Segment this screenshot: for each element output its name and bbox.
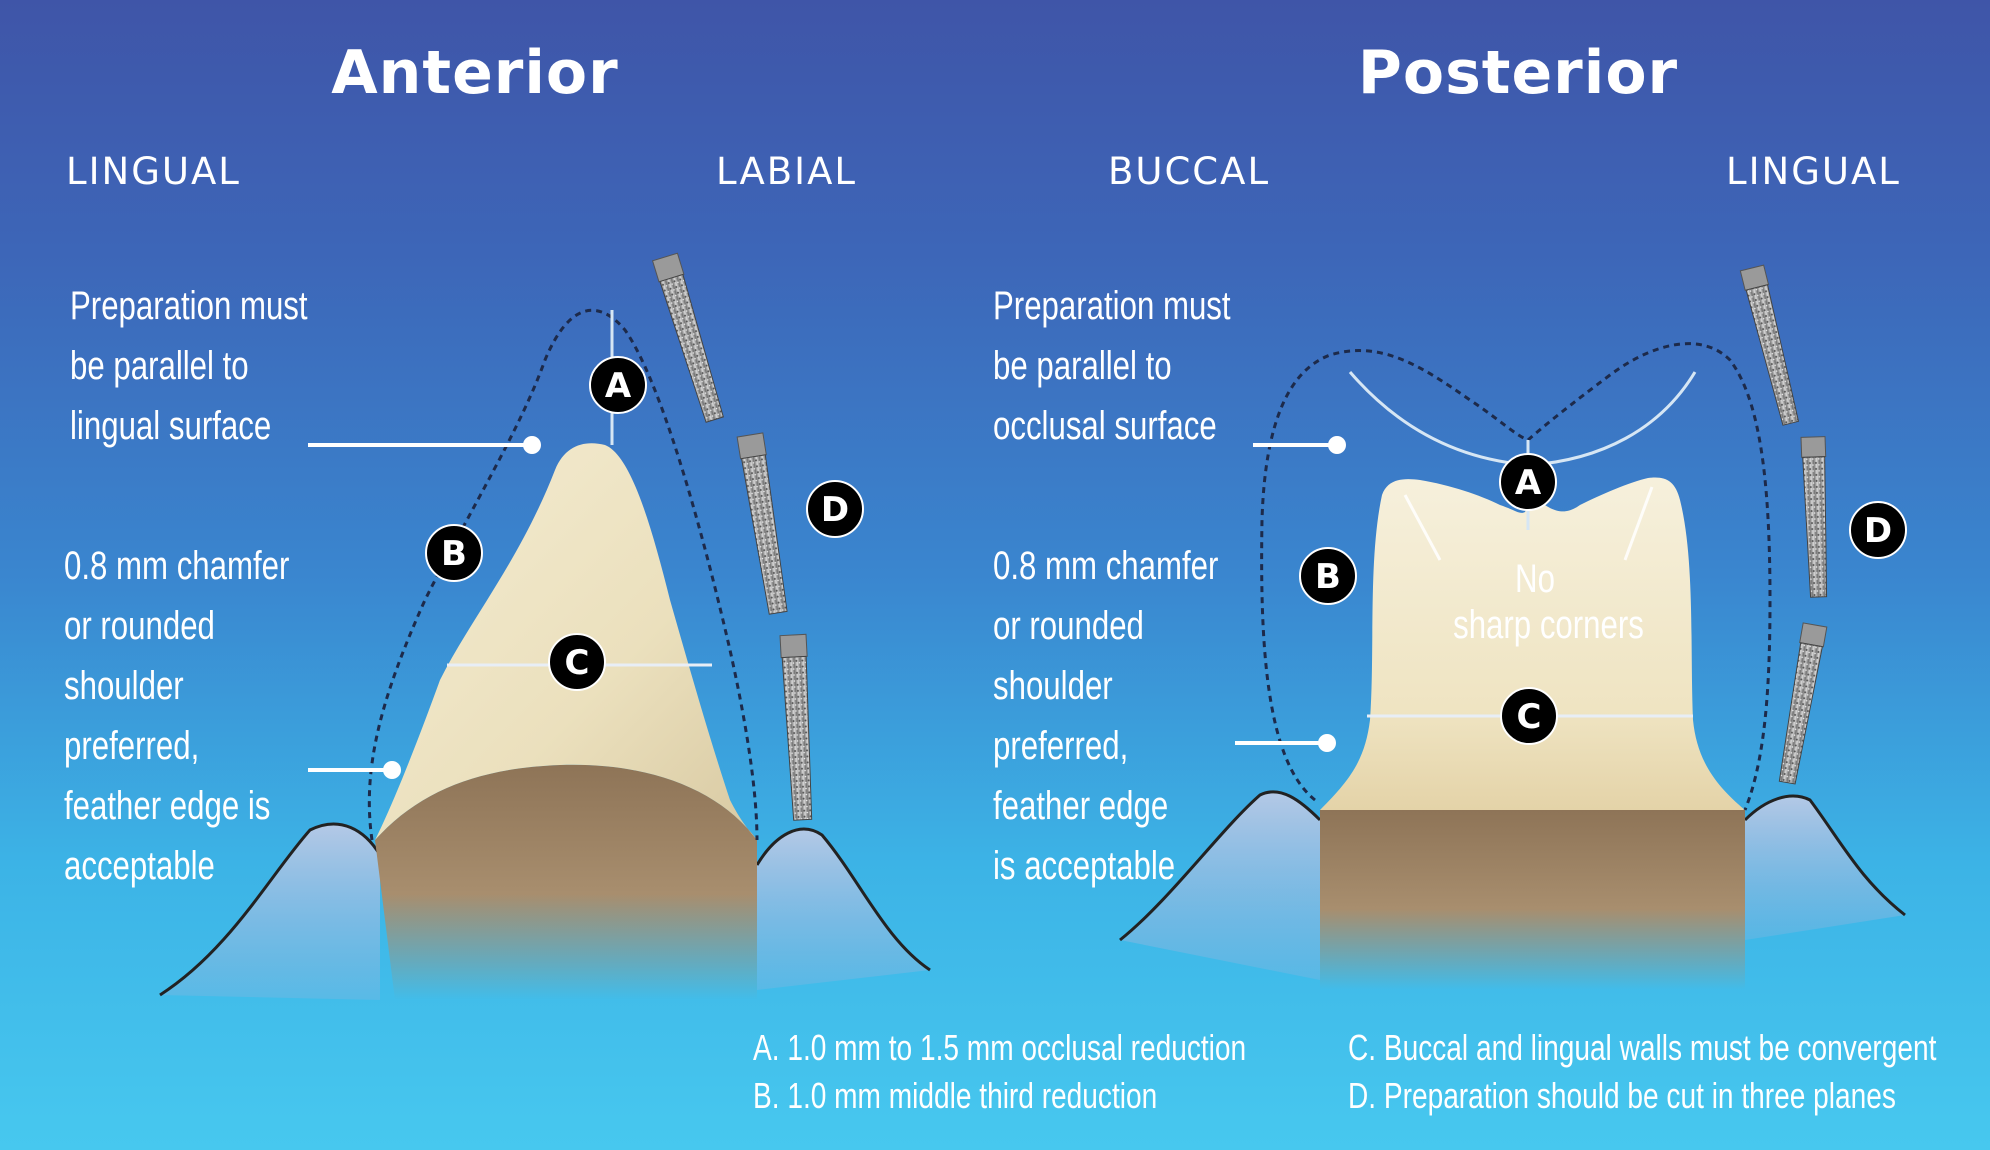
svg-text:A: A bbox=[605, 366, 632, 406]
diamond-bur-icon bbox=[736, 432, 788, 615]
diamond-bur-icon bbox=[1800, 436, 1828, 598]
diamond-bur-icon bbox=[1778, 622, 1828, 785]
note-line: feather edge is bbox=[64, 784, 271, 828]
svg-text:C: C bbox=[565, 643, 590, 683]
legend-item-c: C. Buccal and lingual walls must be conv… bbox=[1348, 1027, 1937, 1068]
diamond-bur-icon bbox=[779, 633, 813, 821]
anterior-gum-left-outline bbox=[159, 822, 382, 997]
anterior-prep-outline bbox=[367, 308, 759, 841]
note-line: or rounded bbox=[64, 604, 215, 648]
anterior-gum-left bbox=[160, 824, 380, 1000]
posterior-root bbox=[1320, 810, 1745, 990]
note-line: shoulder bbox=[64, 664, 184, 708]
anterior-note-bottom: 0.8 mm chamfer or rounded shoulder prefe… bbox=[64, 536, 289, 896]
posterior-title: Posterior bbox=[1357, 38, 1679, 108]
svg-text:D: D bbox=[1864, 511, 1892, 551]
anterior-title: Anterior bbox=[331, 38, 619, 108]
note-line: preferred, bbox=[993, 724, 1129, 768]
svg-text:D: D bbox=[821, 490, 849, 530]
note-line: 0.8 mm chamfer bbox=[64, 544, 290, 588]
posterior-occlusal-guide bbox=[1348, 371, 1697, 467]
anterior-marker-b: B bbox=[425, 524, 483, 582]
svg-text:B: B bbox=[1315, 557, 1341, 597]
anterior-leader-bottom-dot bbox=[383, 761, 401, 779]
posterior-cusp-line-left bbox=[1403, 494, 1442, 561]
note-line: 0.8 mm chamfer bbox=[993, 544, 1219, 588]
anterior-left-label: LINGUAL bbox=[66, 150, 241, 193]
posterior-cusp-line-right bbox=[1623, 486, 1654, 561]
legend-right: C. Buccal and lingual walls must be conv… bbox=[1348, 1024, 1936, 1120]
posterior-crown bbox=[1320, 477, 1745, 810]
note-line: be parallel to bbox=[993, 344, 1172, 388]
svg-text:B: B bbox=[441, 534, 467, 574]
note-line: lingual surface bbox=[70, 404, 272, 448]
anterior-leader-top-dot bbox=[523, 436, 541, 454]
diamond-bur-icon bbox=[1739, 264, 1800, 426]
note-line: occlusal surface bbox=[993, 404, 1217, 448]
posterior-marker-d: D bbox=[1849, 501, 1907, 559]
anterior-root bbox=[375, 764, 757, 1000]
legend-item-a: A. 1.0 mm to 1.5 mm occlusal reduction bbox=[753, 1027, 1247, 1068]
anterior-marker-d: D bbox=[806, 480, 864, 538]
note-line: Preparation must bbox=[993, 284, 1231, 328]
legend-left: A. 1.0 mm to 1.5 mm occlusal reduction B… bbox=[753, 1024, 1246, 1120]
posterior-prep-outline bbox=[1260, 342, 1772, 811]
anterior-right-label: LABIAL bbox=[716, 150, 857, 193]
posterior-gum-right-outline bbox=[1743, 794, 1906, 917]
posterior-note-bottom: 0.8 mm chamfer or rounded shoulder prefe… bbox=[993, 536, 1218, 896]
legend-item-d: D. Preparation should be cut in three pl… bbox=[1348, 1075, 1896, 1116]
note-line: acceptable bbox=[64, 844, 215, 888]
posterior-marker-a: A bbox=[1499, 453, 1557, 511]
anterior-note-top: Preparation must be parallel to lingual … bbox=[70, 276, 308, 456]
svg-text:A: A bbox=[1515, 463, 1542, 503]
posterior-marker-c: C bbox=[1500, 687, 1558, 745]
posterior-gum-left-outline bbox=[1119, 790, 1322, 942]
posterior-right-label: LINGUAL bbox=[1726, 150, 1901, 193]
anterior-gum-right bbox=[757, 829, 930, 990]
svg-text:C: C bbox=[1517, 697, 1542, 737]
posterior-gum-right bbox=[1745, 796, 1905, 940]
posterior-note-top: Preparation must be parallel to occlusal… bbox=[993, 276, 1231, 456]
note-line: be parallel to bbox=[70, 344, 249, 388]
posterior-leader-top-dot bbox=[1328, 436, 1346, 454]
note-line: shoulder bbox=[993, 664, 1113, 708]
posterior-left-label: BUCCAL bbox=[1108, 150, 1271, 193]
posterior-tooth-text: No sharp corners bbox=[1430, 556, 1644, 648]
tooth-text-line: sharp corners bbox=[1453, 603, 1644, 647]
anterior-gum-right-outline bbox=[755, 827, 931, 972]
note-line: feather edge bbox=[993, 784, 1169, 828]
legend-item-b: B. 1.0 mm middle third reduction bbox=[753, 1075, 1158, 1116]
note-line: or rounded bbox=[993, 604, 1144, 648]
posterior-marker-b: B bbox=[1299, 547, 1357, 605]
note-line: is acceptable bbox=[993, 844, 1176, 888]
anterior-marker-c: C bbox=[548, 633, 606, 691]
posterior-leader-bottom-dot bbox=[1318, 734, 1336, 752]
anterior-marker-a: A bbox=[589, 356, 647, 414]
tooth-text-line: No bbox=[1515, 557, 1555, 601]
note-line: Preparation must bbox=[70, 284, 308, 328]
note-line: preferred, bbox=[64, 724, 200, 768]
posterior-tooth bbox=[1119, 342, 1906, 990]
posterior-gum-left bbox=[1120, 791, 1320, 980]
diamond-bur-icon bbox=[651, 252, 724, 423]
